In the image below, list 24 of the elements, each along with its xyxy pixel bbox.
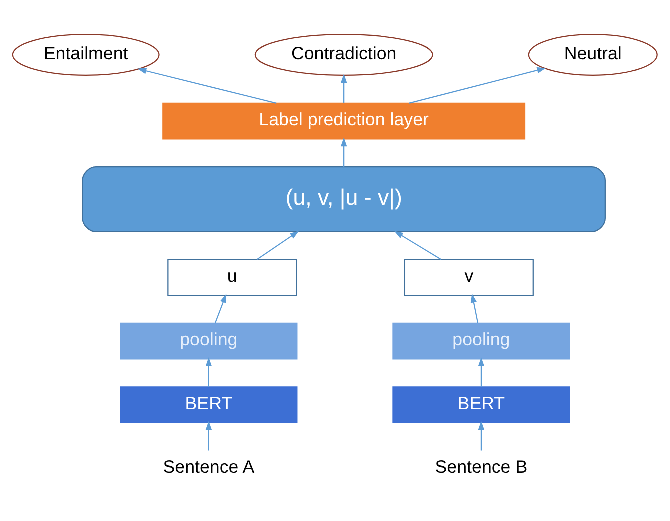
node-box: v xyxy=(404,259,534,296)
arrow xyxy=(394,231,442,260)
node-ellipse: Neutral xyxy=(528,34,658,76)
node-box: BERT xyxy=(392,386,570,424)
arrow xyxy=(206,358,212,388)
arrow xyxy=(138,68,277,104)
arrow xyxy=(478,421,485,451)
arrow xyxy=(470,294,479,324)
arrow xyxy=(478,358,485,388)
node-text: Sentence B xyxy=(435,456,528,477)
arrow xyxy=(409,67,546,104)
arrow xyxy=(256,231,300,260)
node-text: Sentence A xyxy=(163,456,255,477)
node-ellipse: Contradiction xyxy=(254,34,434,76)
node-box: Label prediction layer xyxy=(162,102,526,140)
node-box: BERT xyxy=(120,386,298,424)
node-box: (u, v, |u - v|) xyxy=(82,166,606,232)
node-box: pooling xyxy=(120,322,298,360)
arrow xyxy=(206,421,212,451)
arrow xyxy=(340,138,348,168)
node-box: u xyxy=(168,259,298,296)
arrow xyxy=(340,74,348,104)
node-box: pooling xyxy=(392,322,570,360)
arrow xyxy=(214,294,227,324)
